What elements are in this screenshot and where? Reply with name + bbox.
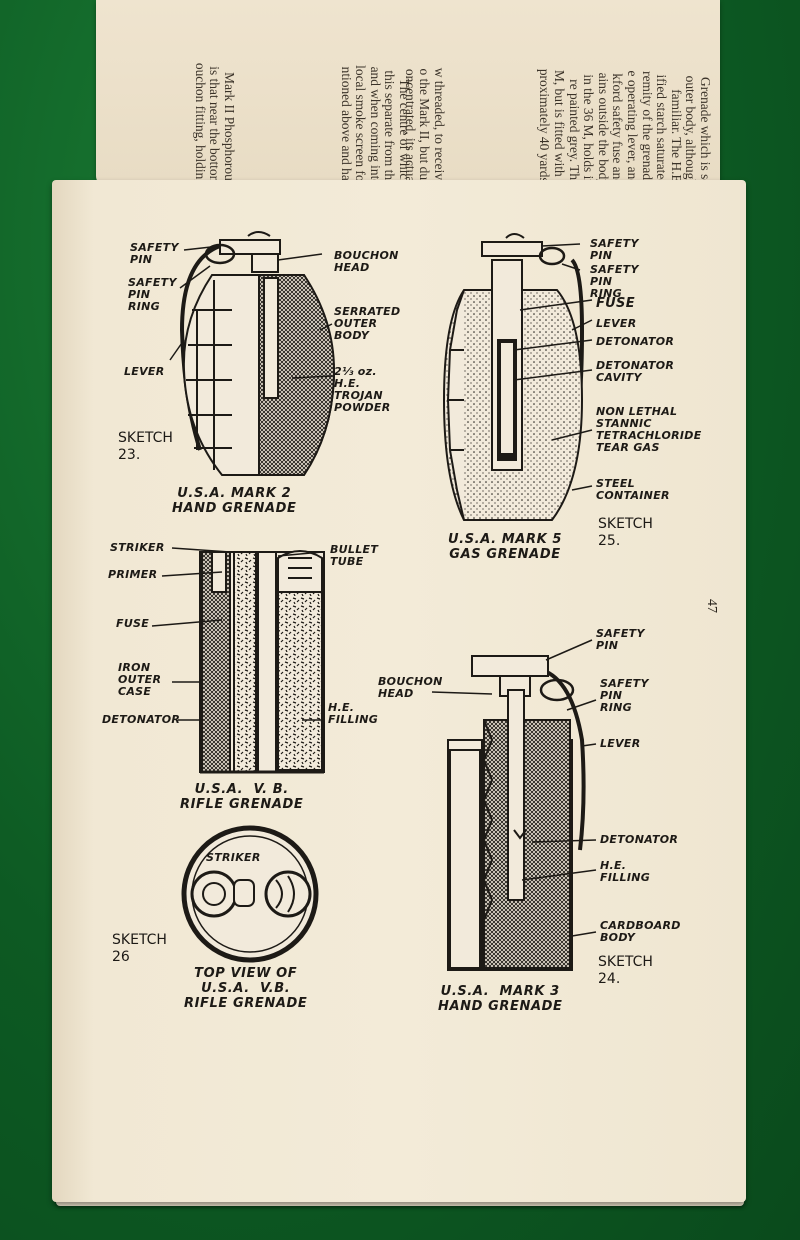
label-detonator: DETONATOR	[596, 335, 675, 348]
label-safety-pin: SAFETY PIN	[590, 237, 639, 262]
text-line: proximately 40 yards.	[537, 68, 553, 186]
label-safety-pin: SAFETY PIN	[596, 627, 645, 652]
vb-rifle-grenade-drawing	[199, 550, 325, 774]
label-serrated-outer-body: SERRATED OUTER BODY	[334, 305, 401, 342]
sketch-24-label: SKETCH 24.	[598, 954, 653, 987]
previous-page-column-1: Mark II Phosphorous is that near the bot…	[106, 0, 236, 186]
caption-vb-rifle-grenade: U.S.A. V. B. RIFLE GRENADE	[180, 782, 304, 812]
previous-page: Mark II Phosphorous is that near the bot…	[96, 0, 720, 186]
page-number: 47	[704, 599, 719, 613]
text-line: outer body, although	[683, 75, 699, 186]
label-striker: STRIKER	[110, 541, 165, 554]
caption-mark3: U.S.A. MARK 3 HAND GRENADE	[438, 984, 563, 1014]
label-bouchon-head: BOUCHON HEAD	[378, 675, 443, 700]
text-line: M, but is fitted with a	[552, 69, 568, 186]
text-line: re painted grey. The	[566, 79, 582, 186]
mark2-grenade-drawing	[179, 231, 336, 476]
previous-page-column-3: w threaded, to receive o the Mark II, bu…	[326, 0, 446, 186]
sketch-25-label: SKETCH 25.	[598, 516, 653, 549]
label-tear-gas: NON LETHAL STANNIC TETRACHLORIDE TEAR GA…	[596, 405, 702, 454]
text-line: oncentrated, its actual	[402, 68, 418, 186]
text-line: ified starch saturated	[654, 74, 670, 186]
caption-mark5: U.S.A. MARK 5 GAS GRENADE	[448, 532, 563, 562]
label-leader-lines	[151, 243, 597, 937]
mark3-grenade-drawing	[447, 655, 586, 971]
vb-rifle-grenade-top-view-drawing	[181, 825, 319, 963]
label-steel-container: STEEL CONTAINER	[596, 477, 670, 502]
booklet-page: SAFETY PIN SAFETY PIN RING LEVER BOUCHON…	[52, 180, 746, 1202]
label-iron-outer-case: IRON OUTER CASE	[118, 661, 162, 698]
label-safety-pin: SAFETY PIN	[130, 241, 179, 266]
text-line: is that near the bottom	[207, 66, 223, 186]
label-detonator-cavity: DETONATOR CAVITY	[596, 359, 675, 384]
text-line: kford safety fuse and	[610, 73, 626, 186]
label-fuse: FUSE	[596, 296, 635, 311]
caption-mark2: U.S.A. MARK 2 HAND GRENADE	[172, 486, 297, 516]
label-striker: STRIKER	[206, 851, 261, 864]
label-safety-pin-ring: SAFETY PIN RING	[590, 263, 639, 300]
previous-page-column-4: Grenade which is so outer body, although…	[442, 0, 712, 186]
label-he-charge: 2⅓ oz. H.E. TROJAN POWDER	[334, 365, 391, 414]
label-lever: LEVER	[124, 365, 165, 378]
label-he-filling: H.E. FILLING	[328, 701, 379, 726]
text-line: ouchon fitting, holding	[192, 62, 208, 186]
grenade-illustrations	[151, 231, 597, 971]
sketch-26-label: SKETCH 26	[112, 932, 167, 965]
text-line: o the Mark II, but due	[417, 68, 433, 186]
label-lever: LEVER	[600, 737, 641, 750]
sketch-23-label: SKETCH 23.	[118, 430, 173, 463]
text-line: Grenade which is so	[698, 77, 712, 186]
caption-vb-top-view: TOP VIEW OF U.S.A. V.B. RIFLE GRENADE	[184, 966, 308, 1011]
label-cardboard-body: CARDBOARD BODY	[600, 919, 681, 944]
label-primer: PRIMER	[108, 568, 158, 581]
label-fuse: FUSE	[116, 617, 150, 630]
label-bouchon-head: BOUCHON HEAD	[334, 249, 399, 274]
label-safety-pin-ring: SAFETY PIN RING	[600, 677, 649, 714]
text-line: e operating lever, and	[625, 70, 641, 186]
label-lever: LEVER	[596, 317, 637, 330]
text-line: familiar. The H.E.	[668, 89, 684, 186]
text-line: in the 36 M, holds in	[581, 74, 597, 186]
text-line: remity of the grenade	[639, 71, 655, 186]
text-line: ains outside the body	[595, 72, 611, 186]
label-bullet-tube: BULLET TUBE	[330, 543, 379, 568]
mark5-gas-grenade-drawing	[442, 233, 585, 521]
label-safety-pin-ring: SAFETY PIN RING	[128, 276, 177, 313]
label-he-filling: H.E. FILLING	[600, 859, 651, 884]
label-detonator: DETONATOR	[600, 833, 679, 846]
label-detonator: DETONATOR	[102, 713, 181, 726]
